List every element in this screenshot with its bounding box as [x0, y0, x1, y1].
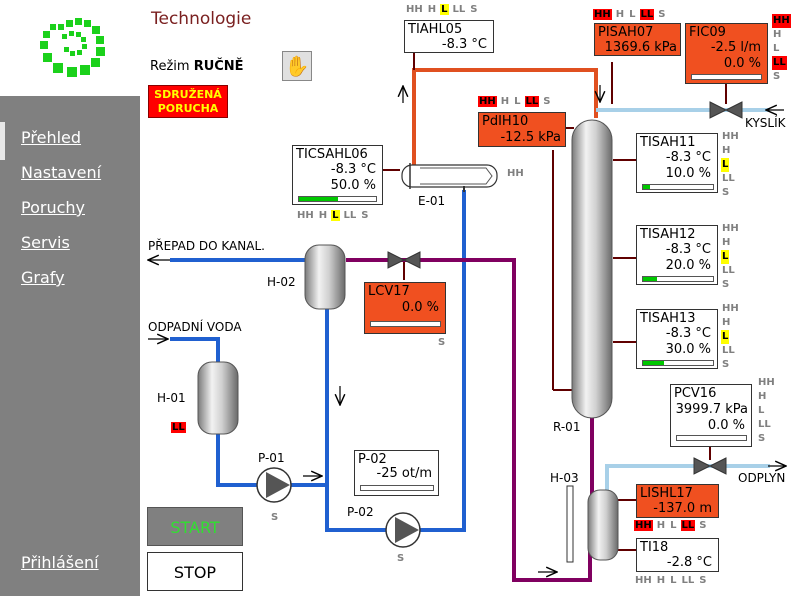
pipe-h02-p02	[325, 285, 392, 532]
tank-h03	[566, 485, 619, 563]
status-s-p01: S	[271, 512, 279, 523]
start-button[interactable]: START	[147, 507, 243, 546]
instrument-pdih10[interactable]: PdIH10 -12.5 kPa	[478, 112, 566, 147]
pump-p02	[385, 512, 421, 548]
instrument-tisah11[interactable]: TISAH11 -8.3 °C 10.0 %	[636, 133, 718, 193]
bar-pcv16	[676, 435, 747, 441]
instrument-lishl17[interactable]: LISHL17 -137.0 m	[636, 484, 719, 518]
instrument-tisah12[interactable]: TISAH12 -8.3 °C 20.0 %	[636, 225, 718, 285]
valve-fic09	[709, 101, 743, 119]
pipe-h01-p01	[216, 430, 262, 487]
logo-icon	[40, 18, 105, 77]
bar-tisah11	[642, 184, 714, 190]
instrument-lcv17[interactable]: LCV17 0.0 %	[364, 282, 446, 334]
instrument-fic09[interactable]: FIC09 -2.5 l/m 0.0 %	[685, 23, 768, 84]
status-s-lcv17: S	[438, 337, 446, 348]
stop-button[interactable]: STOP	[147, 552, 243, 591]
label-prepad: PŘEPAD DO KANAL.	[148, 239, 265, 253]
hand-icon[interactable]: ✋	[282, 51, 312, 81]
label-h03: H-03	[550, 471, 579, 485]
nav-grafy[interactable]: Grafy	[21, 268, 65, 287]
column-r01	[571, 119, 613, 419]
instrument-pisah07[interactable]: PISAH07 1369.6 kPa	[594, 23, 681, 56]
nav-active-marker	[0, 122, 5, 160]
label-p01: P-01	[258, 451, 285, 465]
instrument-ticsahl06[interactable]: TICSAHL06 -8.3 °C 50.0 %	[292, 145, 383, 205]
label-odplyn: ODPLYN	[738, 471, 786, 485]
bar-p02	[360, 485, 434, 491]
bar-tisah13	[642, 360, 714, 366]
status-hh-e01: HH	[507, 168, 524, 179]
label-e01: E-01	[418, 194, 446, 208]
sidebar: Přehled Nastavení Poruchy Servis Grafy P…	[0, 0, 140, 596]
page-title: Technologie	[151, 9, 252, 29]
pipe-h02-r01	[346, 258, 592, 582]
instrument-tiahl05[interactable]: TIAHL05 -8.3 °C	[404, 20, 494, 53]
label-odpadni: ODPADNÍ VODA	[148, 320, 242, 334]
pipe-p02-e01	[418, 190, 466, 532]
nav-poruchy[interactable]: Poruchy	[21, 198, 85, 217]
label-r01: R-01	[553, 420, 581, 434]
nav-login[interactable]: Přihlášení	[21, 553, 99, 572]
label-kyslik: KYSLÍK	[745, 116, 786, 130]
bar-fic09	[691, 74, 762, 80]
nav-nastaveni[interactable]: Nastavení	[21, 163, 102, 182]
instrument-tisah13[interactable]: TISAH13 -8.3 °C 30.0 %	[636, 309, 718, 369]
bar-tisah12	[642, 276, 714, 282]
mode-indicator: Režim RUČNĚ	[150, 59, 244, 74]
instrument-p02[interactable]: P-02 -25 ot/m	[354, 450, 439, 496]
heat-exchanger-e01	[401, 163, 498, 192]
tank-h01	[197, 361, 239, 435]
label-h02: H-02	[267, 275, 296, 289]
nav-prehled[interactable]: Přehled	[21, 128, 82, 147]
label-h01: H-01	[157, 391, 186, 405]
logo-area	[0, 0, 140, 96]
bar-ticsahl06	[298, 196, 377, 202]
pump-p01	[256, 467, 292, 503]
valve-lcv17	[387, 251, 421, 269]
label-p02: P-02	[347, 505, 374, 519]
alarm-ll-h01: LL	[171, 422, 186, 433]
instrument-pcv16[interactable]: PCV16 3999.7 kPa 0.0 %	[670, 384, 752, 447]
instrument-ti18[interactable]: TI18 -2.8 °C	[636, 538, 719, 572]
valve-pcv16	[693, 457, 727, 475]
pipe-odpadni	[170, 337, 220, 364]
status-s-p02: S	[397, 553, 405, 564]
bar-lcv17	[370, 321, 441, 327]
tank-h02	[304, 244, 346, 310]
nav-servis[interactable]: Servis	[21, 233, 70, 252]
